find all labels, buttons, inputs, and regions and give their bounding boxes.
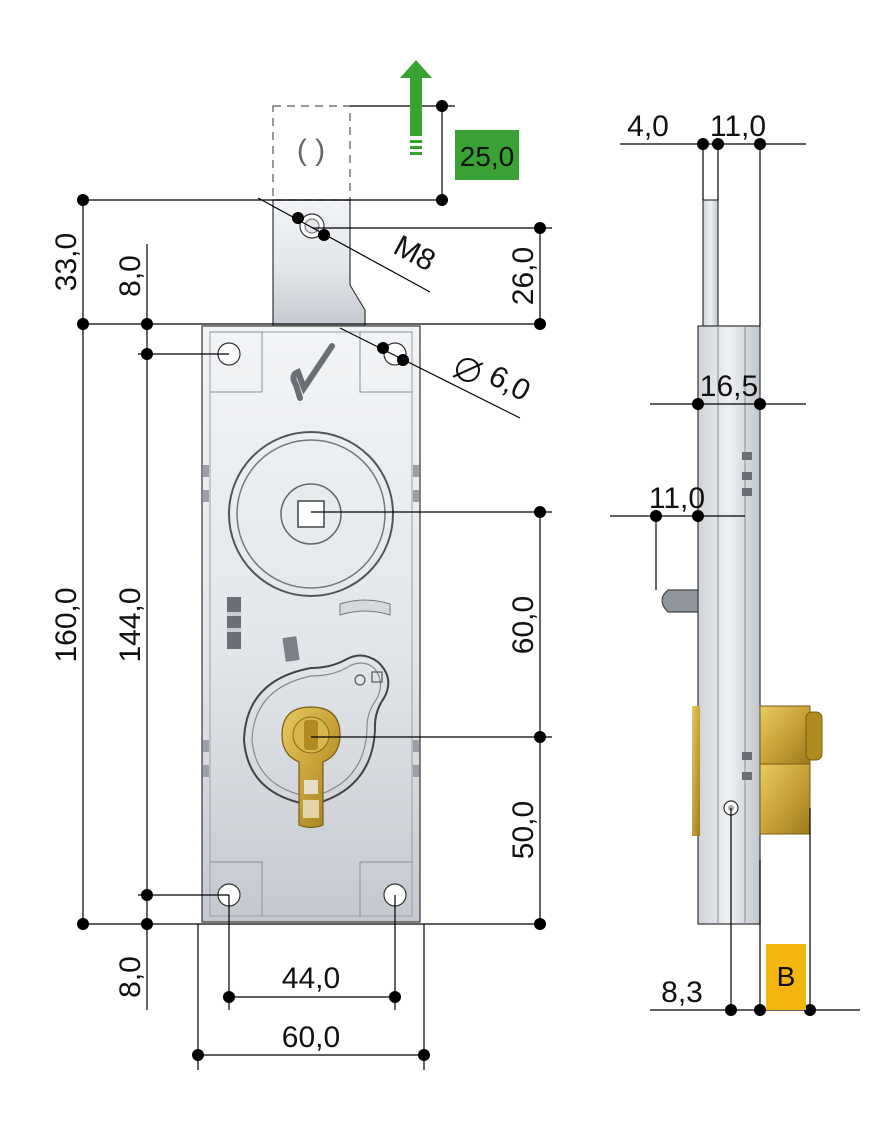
travel-badge-label: 25,0 bbox=[460, 141, 515, 172]
dim-hole-spacing-vertical: 144,0 bbox=[114, 587, 147, 662]
latch-hook bbox=[290, 343, 335, 401]
dim-bottom-offset: 8,0 bbox=[114, 956, 147, 998]
dim-tab-depth: 11,0 bbox=[710, 110, 766, 143]
badge-b-label: B bbox=[777, 961, 796, 992]
dim-bolt-projection: 11,0 bbox=[649, 482, 705, 515]
travel-badge bbox=[455, 130, 519, 180]
side-brass-cylinder bbox=[692, 706, 700, 836]
dim-cylinder-to-bottom: 50,0 bbox=[507, 801, 540, 859]
dim-hole-diameter: 6,0 bbox=[483, 359, 535, 408]
front-dimension-dots bbox=[77, 100, 546, 1061]
dim-tab-height: 33,0 bbox=[50, 233, 83, 291]
side-tab bbox=[702, 199, 719, 329]
dim-hole-spacing-horizontal: 44,0 bbox=[282, 962, 340, 995]
dim-plate: 4,0 bbox=[627, 110, 669, 143]
arrow-up-icon bbox=[400, 60, 432, 155]
badge-b bbox=[766, 944, 806, 1010]
cylinder-surround bbox=[242, 654, 390, 807]
diameter-icon bbox=[452, 358, 484, 382]
dim-top-offset: 8,0 bbox=[114, 255, 147, 297]
dim-height-total: 160,0 bbox=[50, 587, 83, 662]
dim-tab-hole: 26,0 bbox=[507, 247, 540, 305]
side-view bbox=[661, 199, 823, 925]
spindle-ring-outer bbox=[228, 431, 394, 597]
dim-width: 60,0 bbox=[282, 1021, 340, 1054]
dim-backset: 8,3 bbox=[661, 976, 703, 1009]
side-bolt bbox=[661, 589, 699, 613]
front-view: ( ) bbox=[201, 105, 421, 923]
tab-extended-outline bbox=[272, 105, 351, 201]
dim-thread: M8 bbox=[388, 229, 440, 278]
dim-spindle-to-cylinder: 60,0 bbox=[507, 596, 540, 654]
side-dimension-dots bbox=[650, 138, 816, 1016]
front-dimension-lines bbox=[82, 105, 552, 1070]
dim-case-depth: 16,5 bbox=[700, 370, 758, 403]
square-spindle bbox=[297, 500, 325, 528]
tab-extended-hole: ( ) bbox=[297, 134, 325, 167]
side-case bbox=[697, 325, 761, 925]
